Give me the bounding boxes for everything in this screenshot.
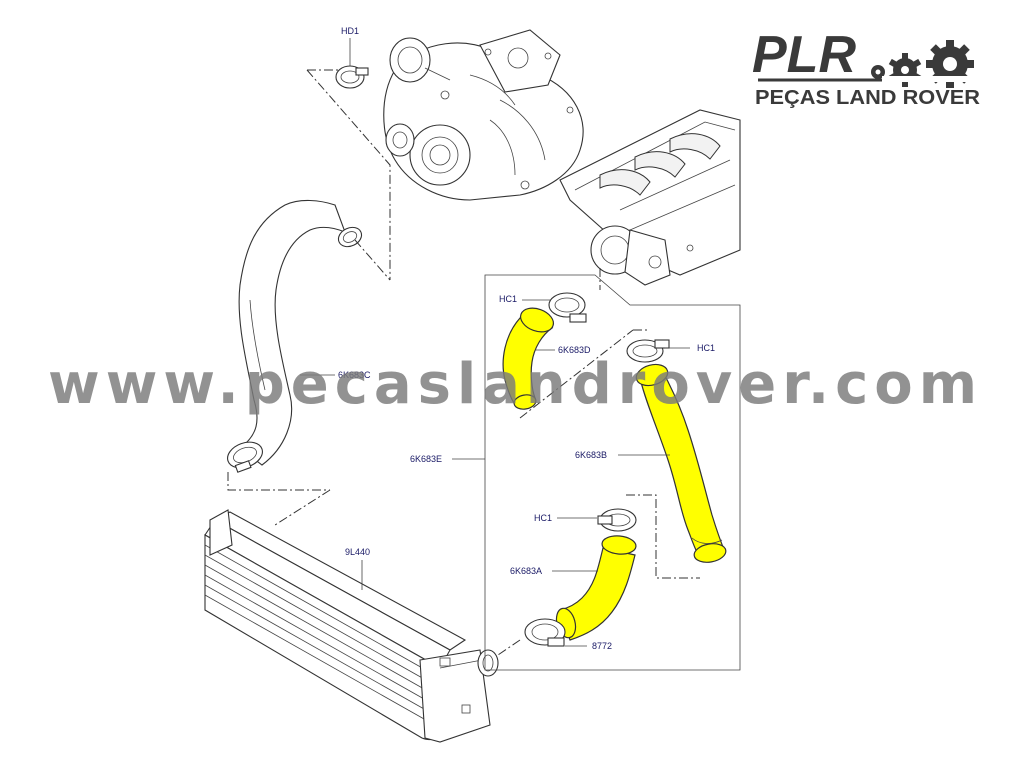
callout-hd1: HD1 (341, 26, 359, 36)
group-frame-6k683e (484, 274, 741, 671)
gear-icon (871, 40, 982, 88)
assembly-lines (227, 69, 700, 656)
callout-6k683c: 6K683C (338, 370, 371, 380)
callout-hc1-lower: HC1 (534, 513, 552, 523)
callout-6k683d: 6K683D (558, 345, 591, 355)
callout-hc1-right: HC1 (697, 343, 715, 353)
turbocharger (383, 29, 584, 201)
hose-6k683d (502, 307, 555, 410)
watermark-url: www.pecaslandrover.com (48, 352, 983, 417)
callout-9l440: 9L440 (345, 547, 370, 557)
callout-8772: 8772 (592, 641, 612, 651)
hose-6k683c (238, 199, 363, 466)
hose-6k683a (555, 535, 637, 641)
leader-lines (300, 38, 690, 647)
intercooler-9l440 (204, 509, 499, 743)
logo-brand: PLR (752, 26, 856, 84)
callout-6k683a: 6K683A (510, 566, 542, 576)
clamp-6k683c-lower (227, 441, 263, 473)
clamp-hc1-lower (597, 508, 637, 532)
clamp-8772 (524, 618, 566, 647)
intake-manifold (559, 109, 741, 286)
clamp-hd1 (335, 65, 369, 89)
hose-6k683b (635, 363, 727, 563)
clamp-hc1-top (548, 292, 587, 323)
logo-tagline: PEÇAS LAND ROVER (755, 87, 981, 109)
callout-hc1-top: HC1 (499, 294, 517, 304)
callout-6k683e: 6K683E (410, 454, 442, 464)
callout-6k683b: 6K683B (575, 450, 607, 460)
clamp-hc1-right (626, 339, 670, 363)
brand-logo: PLR PEÇAS LAND ROVER (752, 26, 982, 109)
